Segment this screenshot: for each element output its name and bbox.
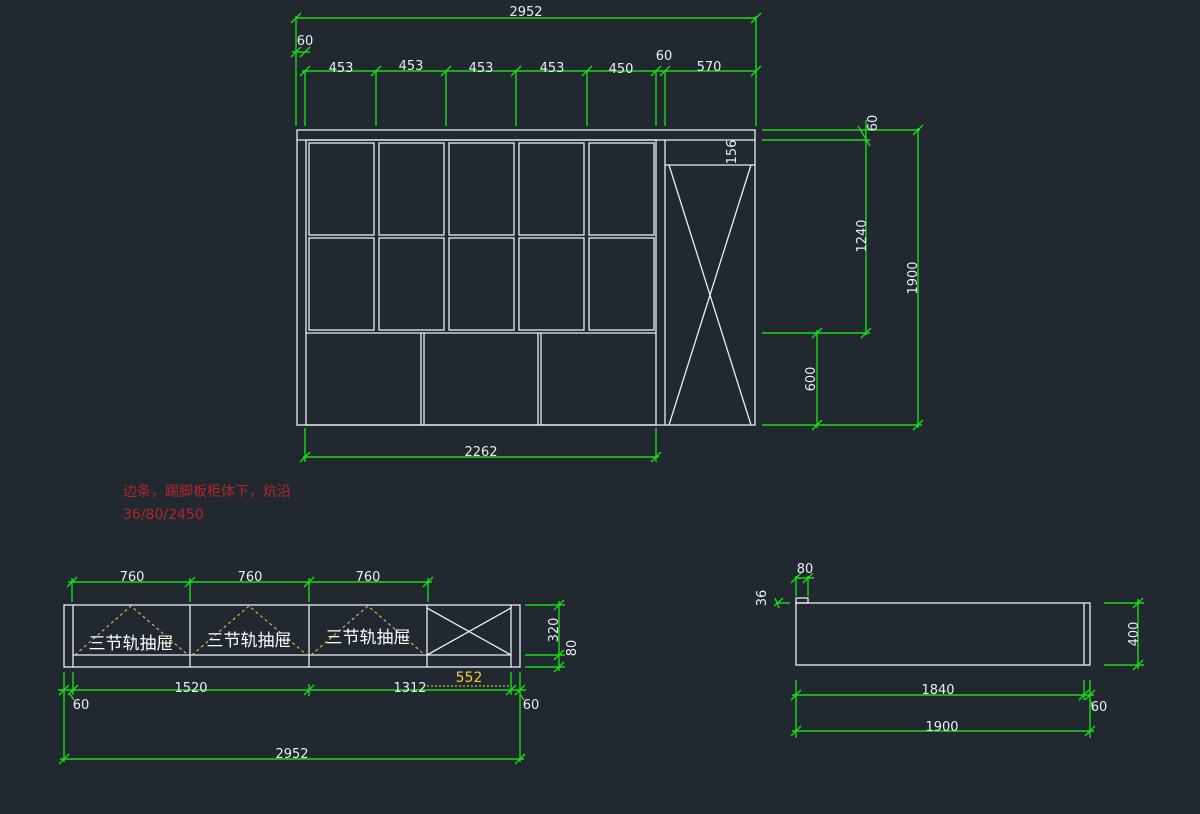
note: 边条，踢脚板柜体下，炕沿 36/80/2450: [123, 483, 291, 523]
dim-edge-width: 80: [797, 562, 814, 577]
side-view-dimensions: [773, 572, 1144, 738]
dim-edge-thickness: 36: [755, 590, 770, 607]
drawer-view: 三节轨抽屉 三节轨抽屉 三节轨抽屉: [58, 570, 580, 765]
side-view: 80 36 400 1840 60 1900: [755, 562, 1144, 738]
note-line-1: 边条，踢脚板柜体下，炕沿: [123, 483, 291, 500]
dim-column-1: 453: [329, 61, 354, 76]
dim-drawer-kick: 80: [565, 640, 580, 657]
dim-overall-width: 2952: [509, 5, 542, 20]
side-view-dimension-labels: 80 36 400 1840 60 1900: [755, 562, 1142, 735]
dim-total-height: 1900: [906, 261, 921, 294]
front-view-outline: [296, 129, 756, 426]
dim-top-band: 156: [725, 140, 740, 165]
dim-side-total: 1900: [925, 720, 958, 735]
drawer-view-dimension-labels: 760 760 760 320 80 60 1520 1312 60 2952: [73, 570, 580, 762]
drawer-label-1: 三节轨抽屉: [89, 634, 174, 654]
dim-gap: 60: [656, 49, 673, 64]
dim-drawer-overall: 2952: [275, 747, 308, 762]
dim-side-inner: 1840: [921, 683, 954, 698]
dim-section-a: 1520: [174, 681, 207, 696]
dim-upper-height: 1240: [855, 219, 870, 252]
front-view-dimensions: [290, 12, 924, 463]
dim-bottom-width: 2262: [464, 445, 497, 460]
dim-highlight: 552: [456, 670, 483, 686]
drawer-label-2: 三节轨抽屉: [207, 631, 292, 651]
dim-column-3: 453: [469, 61, 494, 76]
dim-drawer-width-1: 760: [120, 570, 145, 585]
side-view-outline: [795, 597, 1091, 666]
dim-left-margin: 60: [297, 34, 314, 49]
drawer-label-3: 三节轨抽屉: [326, 628, 411, 648]
dim-drawer-height: 320: [547, 618, 562, 643]
note-line-2: 36/80/2450: [123, 507, 204, 523]
dim-section-b: 1312: [393, 681, 426, 696]
front-view: 2952 60 453 453 453 453 450 60 570 60 15…: [290, 5, 924, 463]
dim-column-5: 450: [609, 62, 634, 77]
drawer-labels: 三节轨抽屉 三节轨抽屉 三节轨抽屉: [89, 628, 411, 654]
dim-right-column: 570: [697, 60, 722, 75]
dim-drawer-width-3: 760: [356, 570, 381, 585]
dim-drawer-width-2: 760: [238, 570, 263, 585]
front-view-dimension-labels: 2952 60 453 453 453 453 450 60 570 60 15…: [297, 5, 921, 460]
dim-side-height: 400: [1127, 622, 1142, 647]
dim-side-end: 60: [1091, 700, 1108, 715]
dim-lower-height: 600: [804, 367, 819, 392]
drawer-view-outline: [63, 604, 521, 668]
dim-left-end: 60: [73, 698, 90, 713]
dim-right-end: 60: [523, 698, 540, 713]
dim-top-trim: 60: [866, 115, 881, 132]
dim-column-2: 453: [399, 59, 424, 74]
drawer-hatch-lines: [74, 605, 426, 656]
drawer-view-dimensions: [58, 576, 565, 765]
dim-column-4: 453: [540, 61, 565, 76]
